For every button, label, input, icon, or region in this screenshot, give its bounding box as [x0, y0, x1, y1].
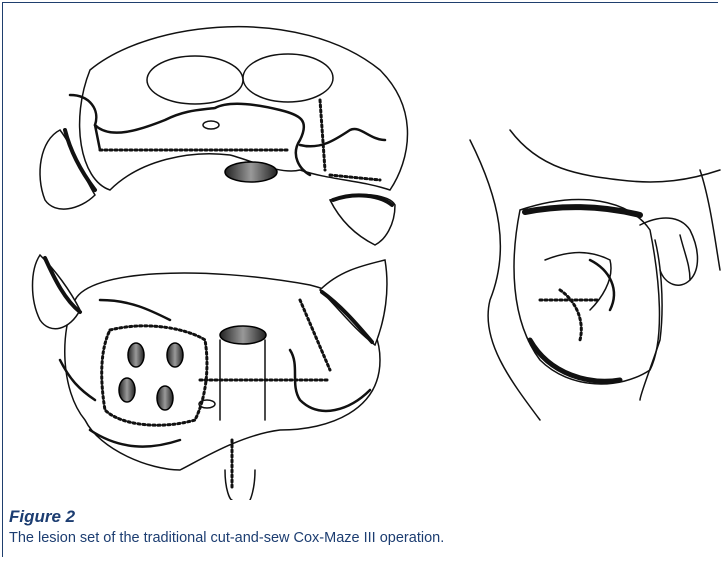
lower-atrial-view: [33, 255, 387, 500]
figure-illustration: [0, 0, 726, 500]
right-side-view: [470, 130, 720, 420]
pv-oval-2: [167, 343, 183, 367]
pv-oval-4: [157, 386, 173, 410]
cox-maze-illustration: [0, 0, 726, 500]
pv-oval-3: [119, 378, 135, 402]
upper-atrial-view: [40, 27, 408, 245]
figure-label: Figure 2: [9, 507, 75, 527]
figure-caption: The lesion set of the traditional cut-an…: [9, 530, 444, 546]
pv-oval-1: [128, 343, 144, 367]
